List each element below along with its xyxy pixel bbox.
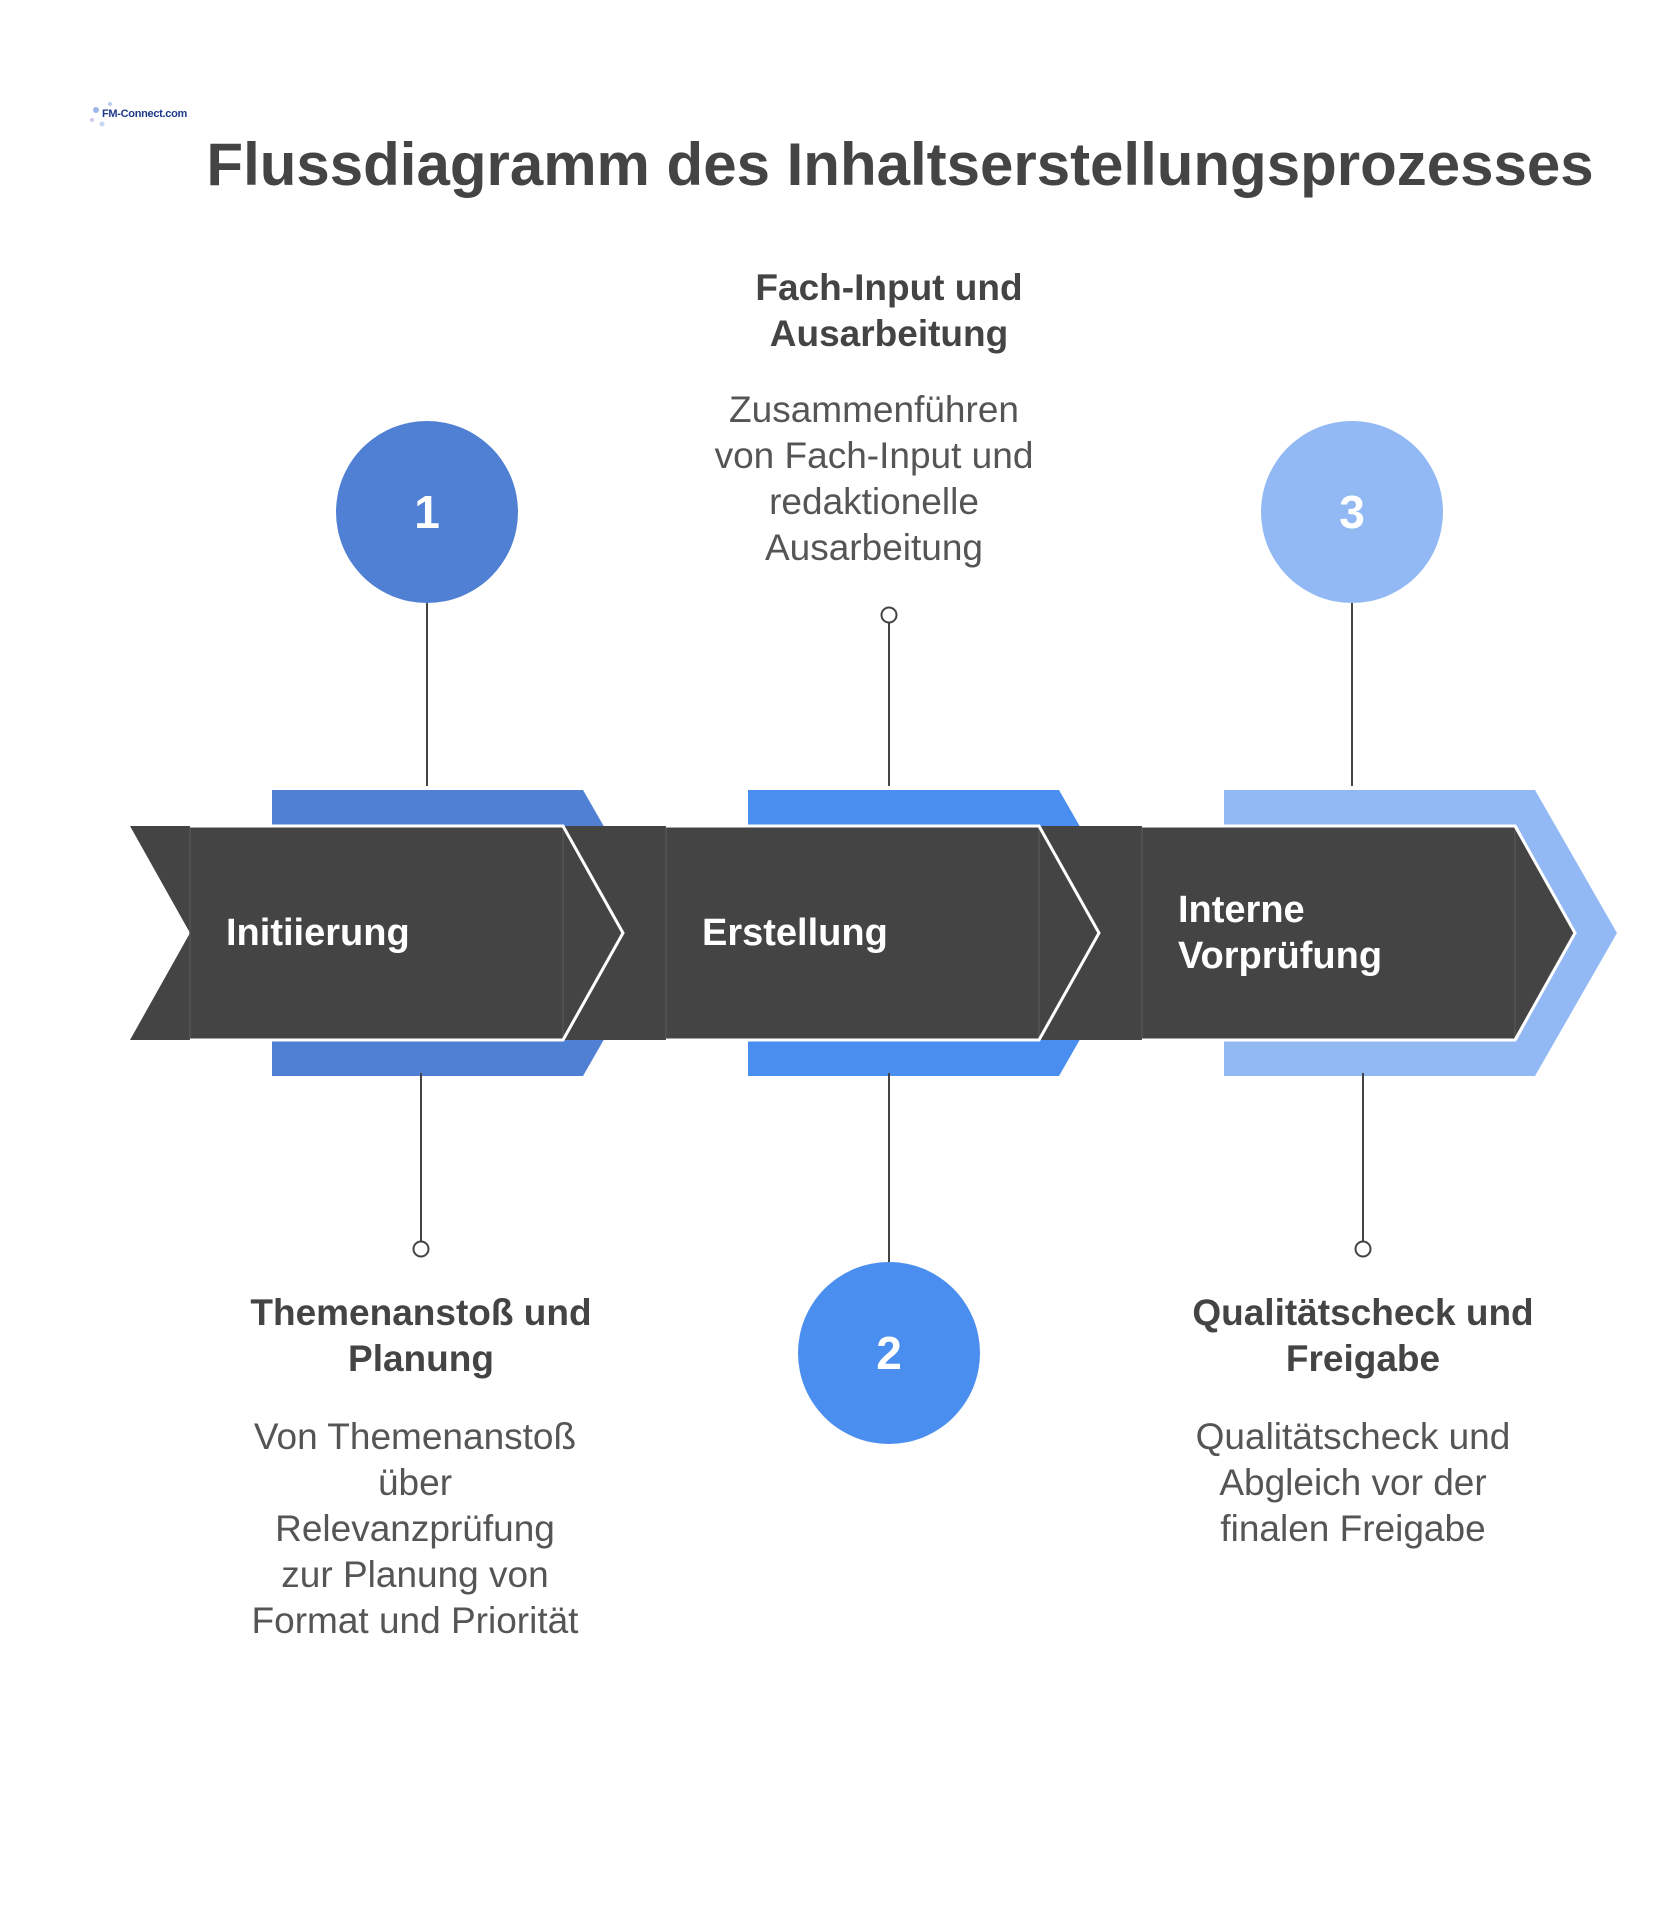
connector-dot-2 (880, 606, 898, 624)
step-title-3: Qualitätscheck und Freigabe (1192, 1292, 1534, 1379)
step-number-1: 1 (336, 421, 518, 603)
step-description-1: Von Themenanstoß über Relevanzprüfung zu… (251, 1416, 579, 1641)
step-number-2: 2 (798, 1262, 980, 1444)
step-title-1: Themenanstoß und Planung (250, 1292, 592, 1379)
stage-label-2: Erstellung (702, 912, 888, 954)
chevron-inner-2 (666, 824, 1101, 1042)
page-title: Flussdiagramm des Inhaltserstellungsproz… (206, 131, 1594, 198)
step-description-3: Qualitätscheck und Abgleich vor der fina… (1195, 1416, 1511, 1549)
stage-label-1: Initiierung (226, 912, 410, 954)
chevron-inner-1 (190, 824, 625, 1042)
step-title-2: Fach-Input und Ausarbeitung (755, 267, 1023, 354)
chevron-outline-1 (272, 790, 665, 1076)
chevron-outline-3 (1224, 790, 1617, 1076)
step-description-2: Zusammenführen von Fach-Input und redakt… (714, 389, 1034, 568)
logo-graphic (90, 102, 112, 127)
connector-dot-3 (1354, 1240, 1372, 1258)
step-number-3: 3 (1261, 421, 1443, 603)
logo: FM-Connect.com (88, 100, 187, 136)
arrow-band (130, 826, 1575, 1040)
chevron-inner-3 (1142, 824, 1577, 1042)
connector-dot-1 (412, 1240, 430, 1258)
stage-label-3: Interne Vorprüfung (1178, 889, 1383, 977)
chevron-outline-2 (748, 790, 1141, 1076)
logo-text: FM-Connect.com (102, 108, 188, 120)
